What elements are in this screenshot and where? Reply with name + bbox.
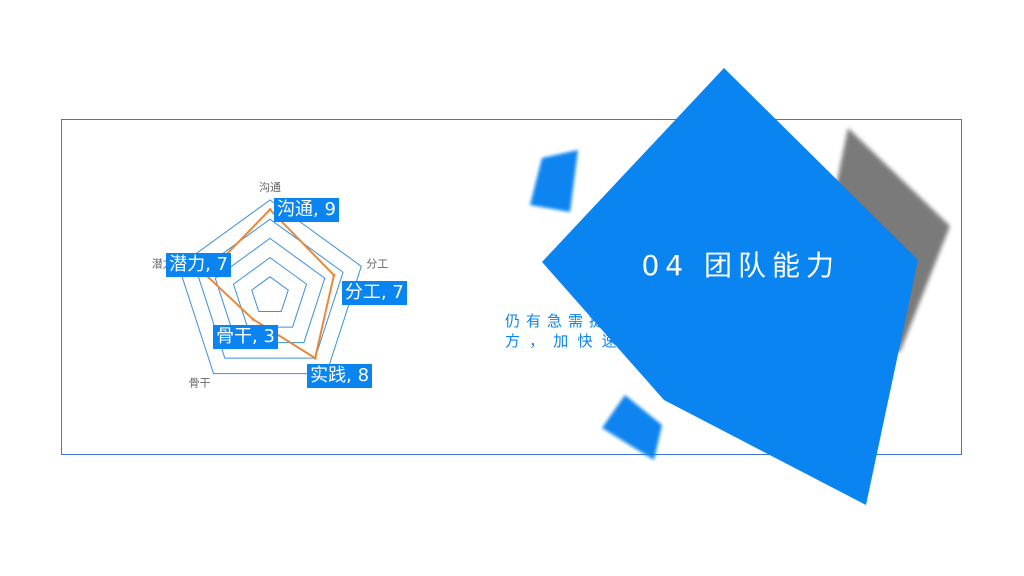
radar-point <box>332 273 336 277</box>
content-frame <box>61 119 962 455</box>
blue-pentagon-shape <box>542 68 918 505</box>
radar-point <box>313 356 317 360</box>
description-line: 最重要的一个环节 <box>671 352 840 370</box>
radar-point <box>251 317 255 321</box>
radar-data-label: 骨干, 3 <box>213 325 278 350</box>
description-line: 仍有急需提升的空间和改进的 <box>505 312 779 330</box>
radar-axis-label: 分工 <box>366 257 388 270</box>
radar-point <box>268 208 272 212</box>
radar-axis-label: 骨干 <box>189 377 211 390</box>
section-title: 04 团队能力 <box>641 249 840 282</box>
description-text: 仍有急需提升的空间和改进的 方，加快速度培养新人，是目前 最重要的一个环节 <box>505 311 840 371</box>
radar-grid-ring <box>251 276 289 313</box>
radar-data-label: 沟通, 9 <box>274 197 339 222</box>
radar-data-label: 潜力, 7 <box>166 253 231 278</box>
small-blue-shape <box>530 150 578 212</box>
small-diamond-shape <box>602 395 662 460</box>
radar-axis-label: 沟通 <box>259 181 281 194</box>
description-line: 方，加快速度培养新人，是目前 <box>505 332 840 350</box>
radar-data-label: 分工, 7 <box>341 281 407 306</box>
radar-data-label: 实践, 8 <box>307 364 373 389</box>
radar-grid-ring <box>232 256 308 328</box>
